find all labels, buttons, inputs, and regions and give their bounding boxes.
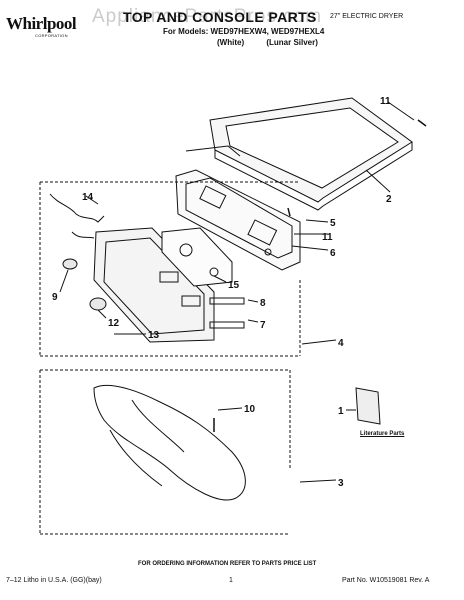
callout-11b: 11 [322,232,333,243]
console-frame-part [175,169,301,271]
wire-harness-part [93,384,246,501]
callout-15: 15 [228,280,240,291]
colors-line: (White) (Lunar Silver) [217,38,318,47]
knob-part [62,258,78,270]
page-title: TOP AND CONSOLE PARTS [123,9,317,25]
product-type: 27" ELECTRIC DRYER [330,13,404,20]
callout-3: 3 [338,478,344,489]
strip-part-8 [209,297,245,305]
control-board-part [161,227,233,287]
strip-part-7 [209,321,245,329]
callout-11: 11 [380,96,391,107]
callout-4: 4 [338,338,344,349]
top-panel-part [209,97,413,211]
literature-parts-label: Literature Parts [360,431,405,437]
callout-12: 12 [108,318,120,329]
screw-part-11b [287,207,291,217]
brand-sub: CORPORATION [35,33,68,38]
watermark: AppliancePartsPros.com [92,6,323,27]
litho-info: 7–12 Litho in U.S.A. (GG)(bay) [6,577,102,584]
knob-part-12 [89,297,107,311]
page-number: 1 [229,577,233,584]
brand-logo: Whirlpool [6,14,77,33]
callout-5: 5 [330,218,336,229]
callout-2: 2 [386,194,392,205]
models-line: For Models: WED97HEXW4, WED97HEXL4 [163,27,325,36]
callout-10: 10 [244,404,256,415]
callout-1: 1 [338,406,344,417]
top-wire-harness [185,145,241,157]
screw-part-11a [417,119,427,127]
console-harness-part [49,193,105,239]
callout-7: 7 [260,320,266,331]
literature-booklet [355,387,381,425]
callout-6: 6 [330,248,336,259]
callout-14: 14 [82,192,94,203]
part-number: Part No. W10519081 Rev. A [342,577,430,584]
callout-8: 8 [260,298,266,309]
callout-9: 9 [52,292,58,303]
console-panel-part [93,227,215,343]
ordering-note: FOR ORDERING INFORMATION REFER TO PARTS … [138,561,317,567]
callout-13: 13 [148,330,160,341]
